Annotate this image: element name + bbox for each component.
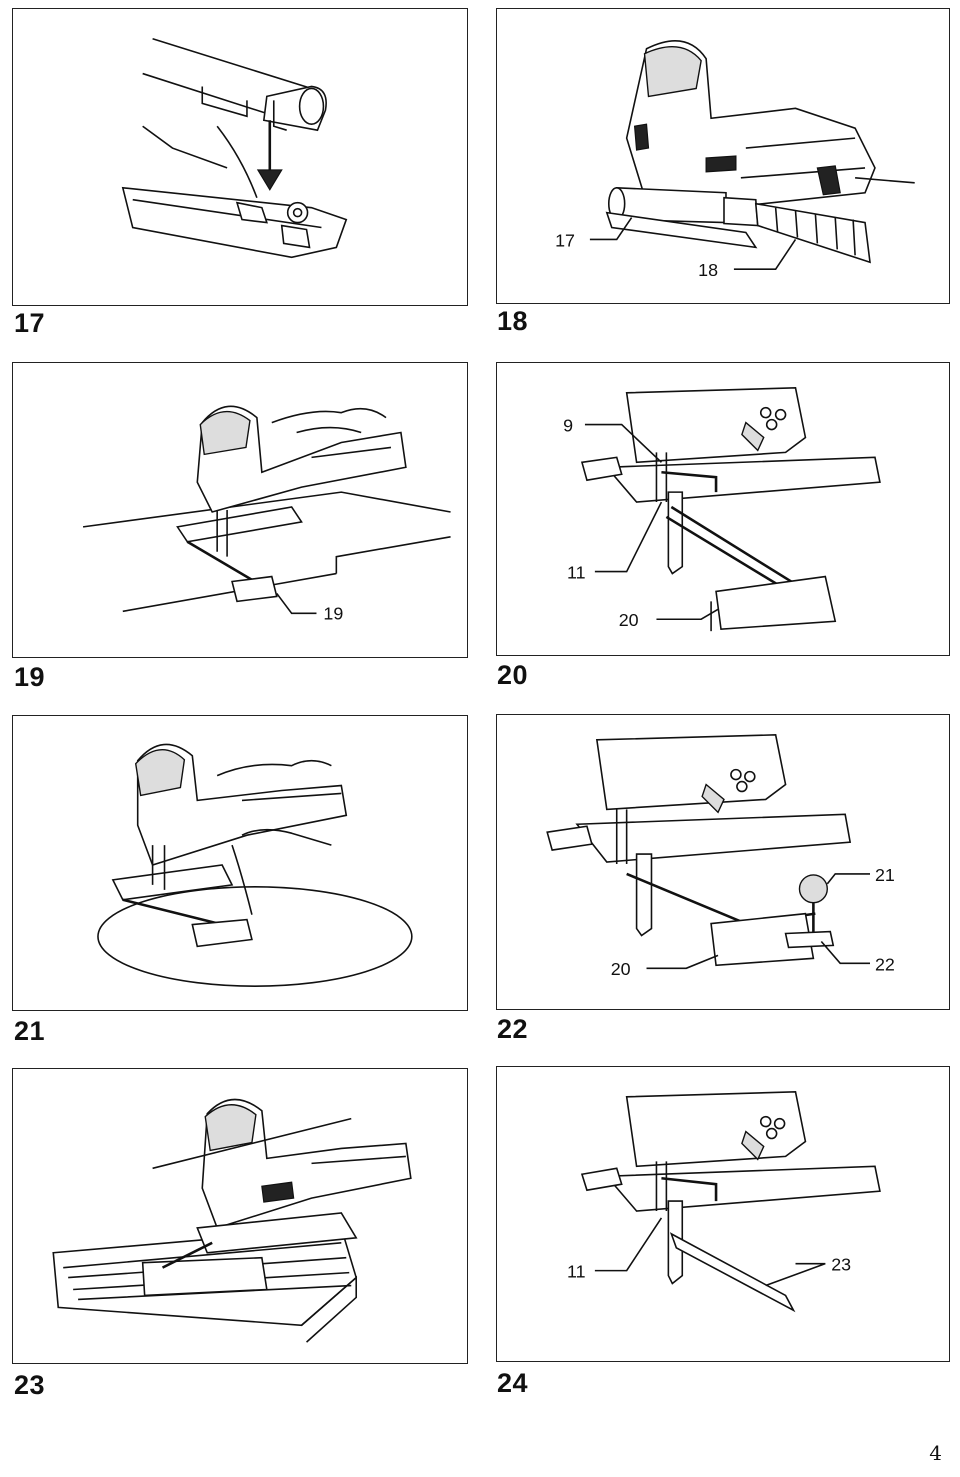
- figure-24-illustration: 11 23: [567, 1091, 881, 1313]
- figure-18-illustration: 17 18: [555, 40, 915, 280]
- figure-19-panel: 19: [12, 362, 468, 658]
- callout-label: 17: [555, 230, 575, 250]
- figure-24-panel: 11 23: [496, 1066, 950, 1362]
- callout-label: 19: [323, 603, 343, 623]
- figure-23-panel: [12, 1068, 468, 1364]
- figure-20-panel: 9 11 20: [496, 362, 950, 656]
- figure-22-number: 22: [497, 1014, 529, 1044]
- figure-22-panel: 21 22 20: [496, 714, 950, 1010]
- figure-23-number: 23: [14, 1370, 46, 1400]
- figure-17-number: 17: [14, 308, 46, 338]
- figure-24-number: 24: [497, 1368, 529, 1398]
- callout-label: 23: [831, 1255, 851, 1275]
- figure-17-illustration: [121, 38, 348, 259]
- figure-20-illustration: 9 11 20: [563, 387, 881, 632]
- figure-19-number: 19: [14, 662, 46, 692]
- figure-23-illustration: [52, 1098, 412, 1343]
- figure-21-number: 21: [14, 1016, 46, 1046]
- callout-label: 21: [875, 865, 895, 885]
- figure-19-illustration: 19: [82, 405, 451, 623]
- figure-18-number: 18: [497, 306, 529, 336]
- callout-label: 18: [698, 260, 718, 280]
- page-number: 4: [929, 1441, 942, 1465]
- figure-22-illustration: 21 22 20: [546, 734, 895, 979]
- callout-label: 22: [875, 954, 895, 974]
- callout-label: 11: [567, 563, 586, 583]
- figure-18-panel: 17 18: [496, 8, 950, 304]
- figure-20-number: 20: [497, 660, 529, 690]
- callout-label: 20: [611, 959, 631, 979]
- callout-label: 11: [567, 1262, 586, 1282]
- figure-21-panel: [12, 715, 468, 1011]
- callout-label: 9: [563, 416, 573, 436]
- figure-21-illustration: [97, 743, 413, 987]
- figure-17-panel: [12, 8, 468, 306]
- callout-label: 20: [619, 610, 639, 630]
